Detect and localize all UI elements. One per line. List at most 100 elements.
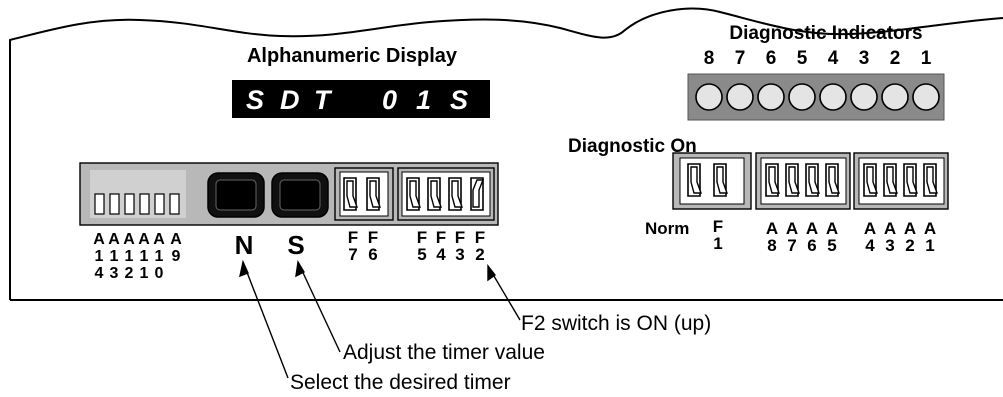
toggle-switch-a1[interactable] xyxy=(923,163,938,197)
f2-label-1: F xyxy=(475,228,485,247)
toggle-block-a8-a5[interactable] xyxy=(755,152,851,210)
callout-s-text: Adjust the timer value xyxy=(343,341,545,364)
s-button[interactable] xyxy=(271,172,329,218)
a5-label-2: 5 xyxy=(827,236,836,255)
norm-label: Norm xyxy=(645,219,689,238)
display-char-5: 0 xyxy=(382,85,397,115)
a1-label-1: A xyxy=(924,219,936,238)
dip-label-a14-1: A xyxy=(93,231,105,248)
toggle-block-f7-f6[interactable] xyxy=(334,167,394,221)
callout-n-text: Select the desired timer xyxy=(290,371,511,394)
dip-switch-a13[interactable] xyxy=(109,193,120,215)
dip-label-a10-2: 1 xyxy=(155,248,164,265)
arrowhead-n-icon xyxy=(239,259,249,278)
panel-border xyxy=(9,7,1003,301)
a3-label-1: A xyxy=(884,219,896,238)
toggle-switch-a6[interactable] xyxy=(805,163,820,197)
led-1-icon xyxy=(912,83,940,111)
a2-label-2: 2 xyxy=(905,236,914,255)
toggle-switch-f4[interactable] xyxy=(427,177,442,211)
f2-label-2: 2 xyxy=(475,245,484,264)
dip-label-a13-2: 1 xyxy=(110,248,119,265)
a6-label-1: A xyxy=(806,219,818,238)
f7-label-1: F xyxy=(348,228,358,247)
a7-label-1: A xyxy=(786,219,798,238)
n-button[interactable] xyxy=(207,172,265,218)
dip-label-a11-1: A xyxy=(138,231,150,248)
f5-label-1: F xyxy=(417,228,427,247)
led-7-icon xyxy=(726,83,754,111)
a4321-labels: A 4 A 3 A 2 A 1 xyxy=(864,219,936,255)
a8765-labels: A 8 A 7 A 6 A 5 xyxy=(766,219,838,255)
dip-switch-a12[interactable] xyxy=(124,193,135,215)
dip-label-a13-3: 3 xyxy=(110,265,119,282)
f6-label-2: 6 xyxy=(368,245,377,264)
toggle-switch-f7[interactable] xyxy=(343,177,358,211)
led-8-icon xyxy=(695,83,723,111)
toggle-switch-f1[interactable] xyxy=(713,163,728,197)
display-char-6: 1 xyxy=(416,85,431,115)
arrowhead-f2-icon xyxy=(487,263,497,282)
diag-number-5: 5 xyxy=(797,48,808,69)
callout-arrows xyxy=(239,259,521,379)
a4-label-2: 4 xyxy=(865,236,875,255)
s-button-label: S xyxy=(287,230,304,260)
a8-label-1: A xyxy=(766,219,778,238)
f4-label-2: 4 xyxy=(436,245,446,264)
toggle-switch-a3[interactable] xyxy=(883,163,898,197)
toggle-switch-a7[interactable] xyxy=(785,163,800,197)
diag-number-7: 7 xyxy=(735,48,746,69)
led-4-icon xyxy=(819,83,847,111)
n-button-label: N xyxy=(235,230,254,260)
toggle-block-f5-f2[interactable] xyxy=(397,167,495,221)
f1-labels: F 1 xyxy=(713,217,723,253)
a4-label-1: A xyxy=(864,219,876,238)
a5-label-1: A xyxy=(826,219,838,238)
f7-label-2: 7 xyxy=(348,245,357,264)
toggle-switch-a5[interactable] xyxy=(825,163,840,197)
dip-label-a10-1: A xyxy=(153,231,165,248)
dip-label-a12-2: 1 xyxy=(125,248,134,265)
toggle-switch-a8[interactable] xyxy=(765,163,780,197)
callout-line-n xyxy=(242,261,289,379)
dip-switch-a11[interactable] xyxy=(139,193,150,215)
display-char-3: T xyxy=(314,85,333,115)
toggle-switch-a2[interactable] xyxy=(903,163,918,197)
dip-label-a14-3: 4 xyxy=(95,265,104,282)
led-6-icon xyxy=(757,83,785,111)
dip-switch-a10[interactable] xyxy=(154,193,165,215)
display-characters: S D T 0 1 S xyxy=(246,85,468,115)
toggle-switch-norm[interactable] xyxy=(687,163,702,197)
display-char-7: S xyxy=(450,85,468,115)
f5432-labels: F 5 F 4 F 3 F 2 xyxy=(417,228,485,264)
dip-switch-a14[interactable] xyxy=(94,193,105,215)
dip-label-a9-2: 9 xyxy=(172,248,181,265)
toggle-switch-f3[interactable] xyxy=(448,177,463,211)
diag-number-8: 8 xyxy=(704,48,715,69)
diag-number-6: 6 xyxy=(766,48,777,69)
display-char-1: S xyxy=(246,85,264,115)
dip-switch-a9[interactable] xyxy=(169,193,180,215)
display-char-2: D xyxy=(280,85,300,115)
dip-label-a11-3: 1 xyxy=(140,265,149,282)
arrowhead-s-icon xyxy=(295,259,305,278)
diag-number-4: 4 xyxy=(828,48,839,69)
f5-label-2: 5 xyxy=(417,245,426,264)
toggle-block-a4-a1[interactable] xyxy=(853,152,949,210)
diagnostic-on-label: Diagnostic On xyxy=(568,136,697,157)
dip-label-a11-2: 1 xyxy=(140,248,149,265)
toggle-switch-f2[interactable] xyxy=(470,177,484,211)
toggle-switch-a4[interactable] xyxy=(863,163,878,197)
display-title: Alphanumeric Display xyxy=(247,45,458,67)
dip-switch-block[interactable] xyxy=(90,170,186,218)
dip-label-a12-1: A xyxy=(123,231,135,248)
dip-label-a12-3: 2 xyxy=(125,265,134,282)
toggle-switch-f5[interactable] xyxy=(406,177,421,211)
led-3-icon xyxy=(850,83,878,111)
toggle-switch-f6[interactable] xyxy=(366,177,381,211)
toggle-block-f1[interactable] xyxy=(672,152,752,210)
callout-f2-text: F2 switch is ON (up) xyxy=(521,312,711,335)
dip-label-a13-1: A xyxy=(108,231,120,248)
led-2-icon xyxy=(881,83,909,111)
